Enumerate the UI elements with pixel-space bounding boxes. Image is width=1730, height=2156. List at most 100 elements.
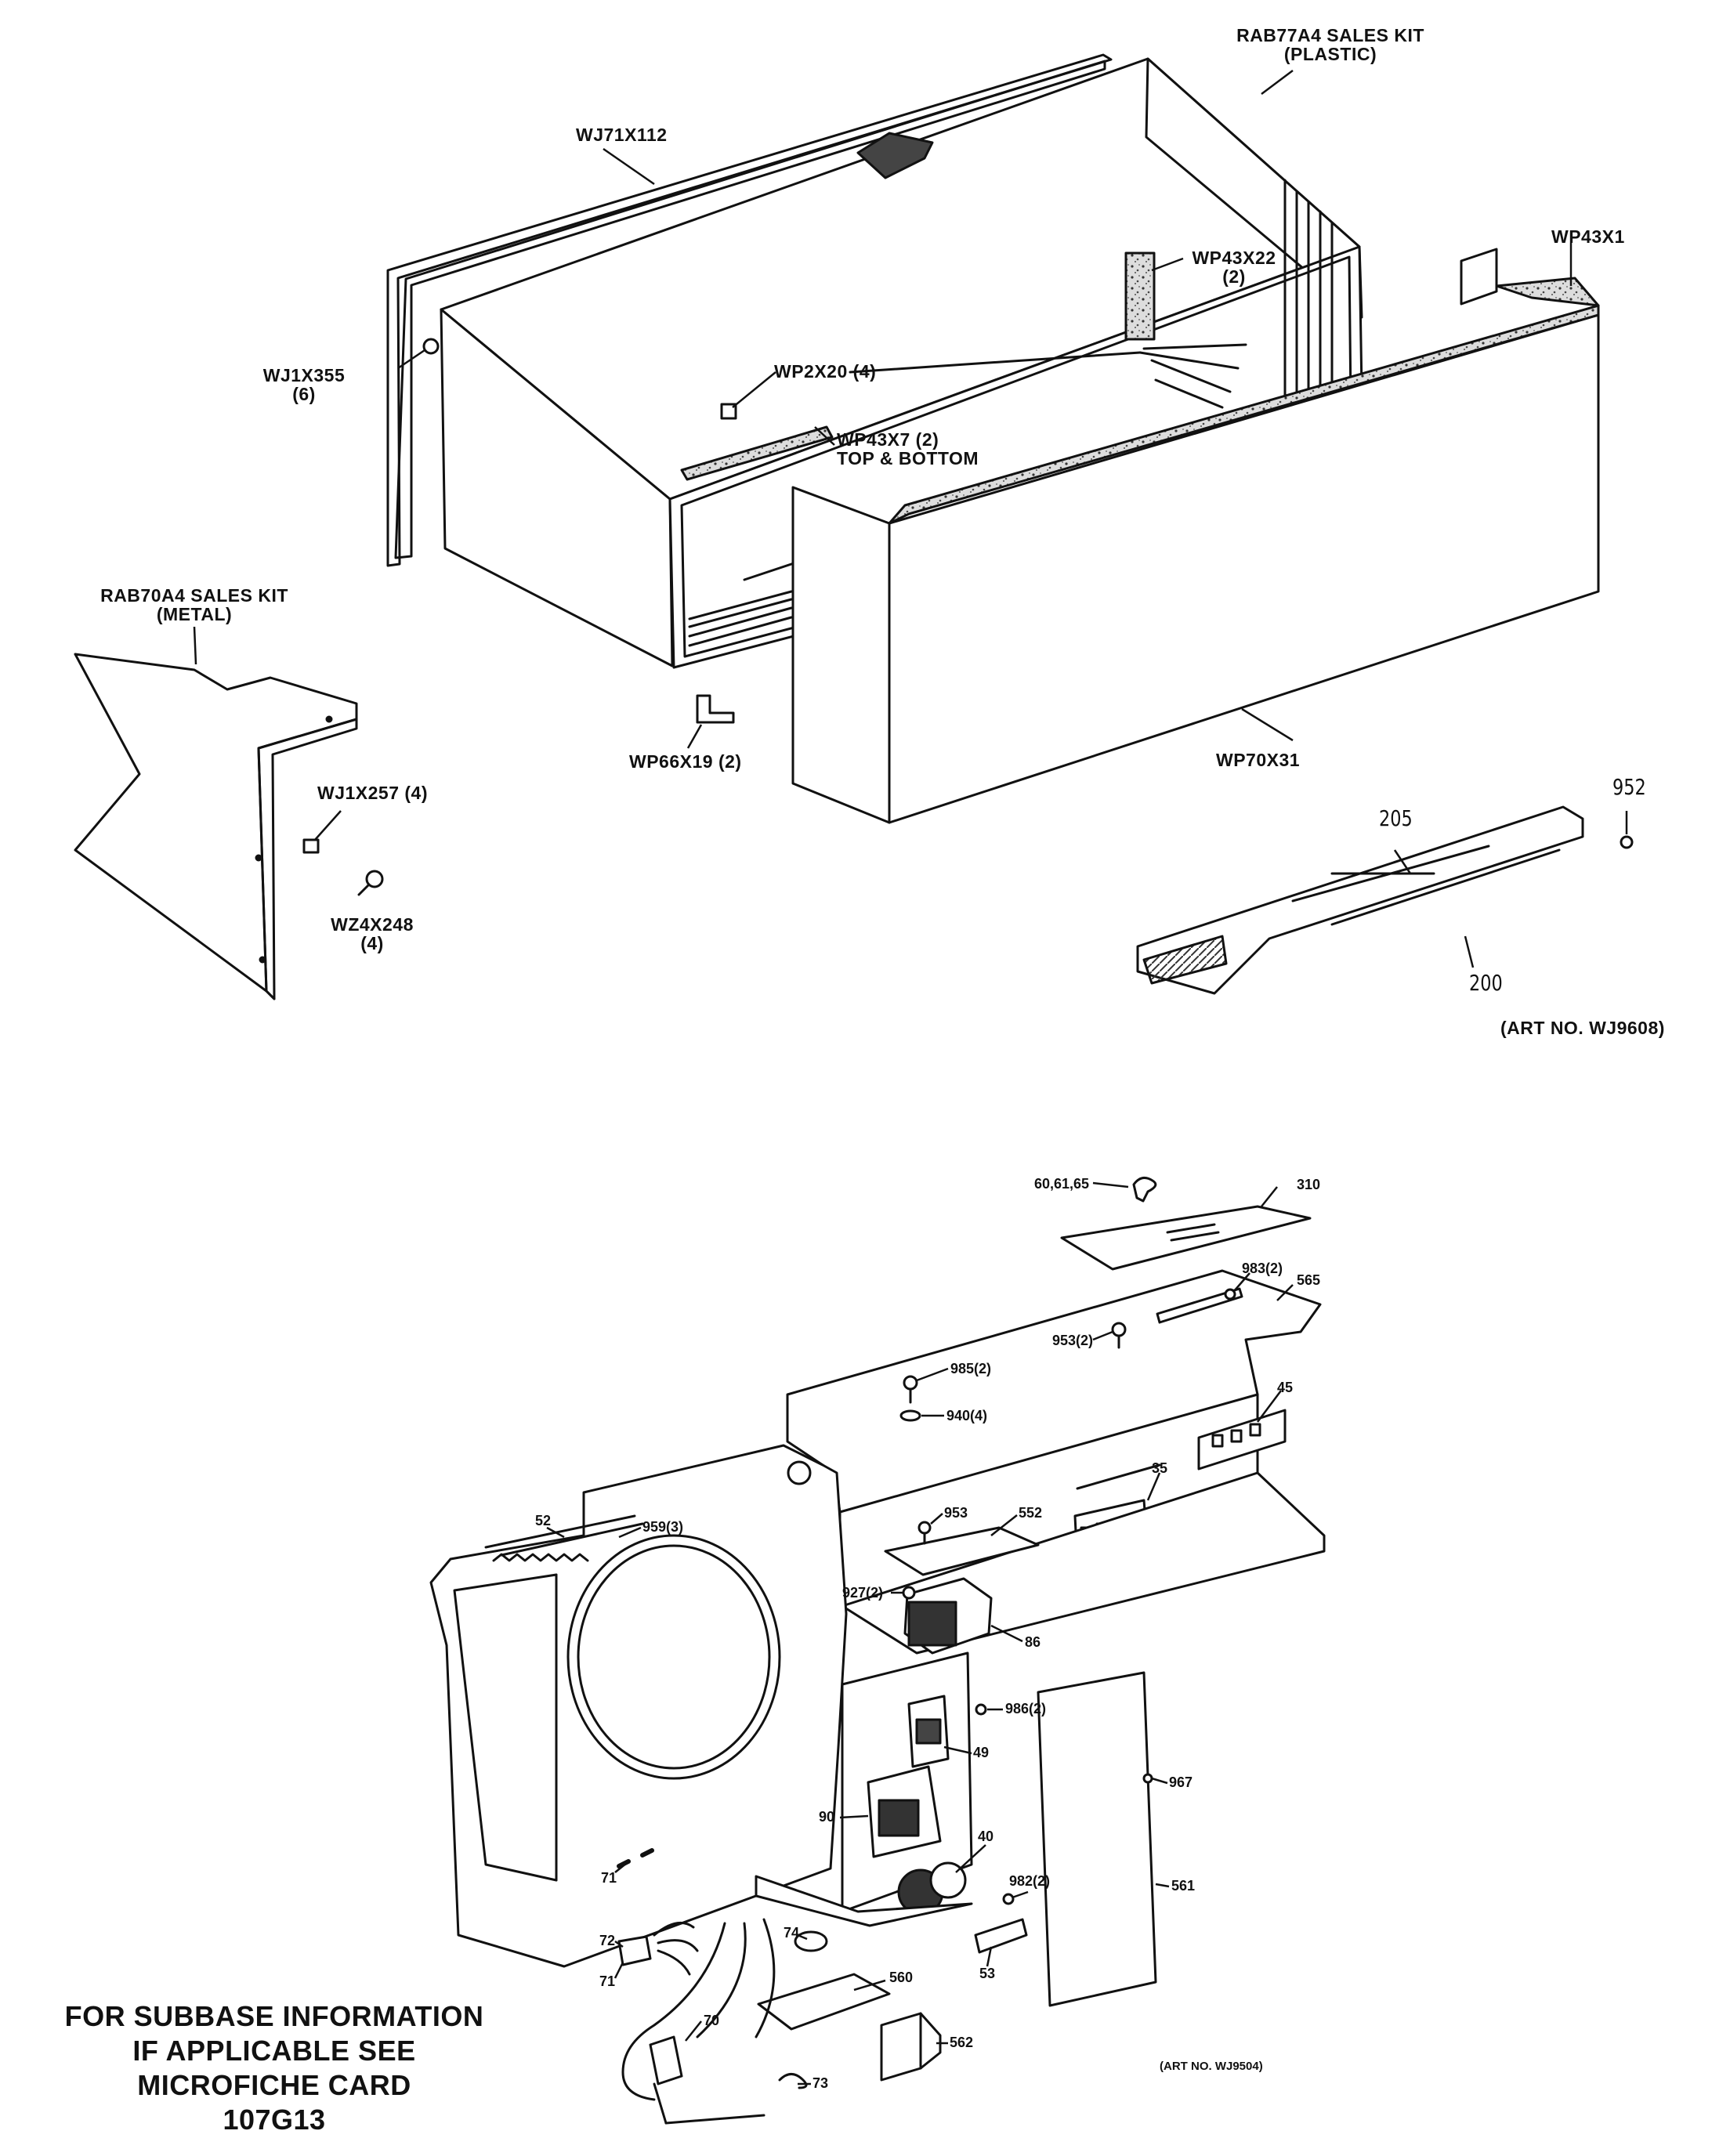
label-45: 45 (1277, 1380, 1294, 1395)
screw-953 (917, 1521, 932, 1545)
label-71a: 71 (601, 1870, 617, 1886)
component-86 (903, 1577, 993, 1655)
screw-927 (902, 1586, 916, 1600)
label-560: 560 (889, 1970, 914, 1985)
screw-952 (1620, 835, 1634, 849)
label-986: 986(2) (1005, 1701, 1047, 1716)
screw-982 (1002, 1893, 1015, 1905)
label-wp43x7-line2: TOP & BOTTOM (837, 448, 979, 469)
foam-seal-top-bottom (680, 425, 834, 481)
screw-953-2 (1111, 1322, 1127, 1349)
bracket-560 (757, 1973, 891, 2031)
bulkhead-52 (429, 1444, 848, 1968)
subbase-note: FOR SUBBASE INFORMATION IF APPLICABLE SE… (39, 1999, 509, 2137)
screw-985 (903, 1375, 918, 1404)
label-wz4x248-line2: (4) (360, 933, 384, 954)
label-90: 90 (819, 1809, 835, 1825)
label-wj71x112: WJ71X112 (576, 125, 668, 145)
label-73: 73 (813, 2075, 829, 2091)
label-art-no-upper: (ART NO. WJ9608) (1500, 1018, 1665, 1038)
label-wp43x22: WP43X22 (2) (1183, 248, 1285, 286)
base-pan-part (1136, 805, 1584, 995)
rear-flange-part (386, 53, 1113, 567)
label-940: 940(4) (946, 1408, 988, 1423)
label-967: 967 (1169, 1774, 1193, 1790)
relay-49 (907, 1695, 950, 1768)
box-562 (880, 2012, 942, 2082)
label-205: 205 (1379, 805, 1413, 831)
transformer-90 (867, 1765, 942, 1858)
clip-wj1x257 (302, 838, 320, 854)
label-40: 40 (978, 1829, 994, 1844)
foam-seal-vertical (1124, 251, 1156, 341)
cap-74 (794, 1930, 828, 1952)
terminal-71 (617, 1848, 654, 1868)
label-wp43x1: WP43X1 (1551, 226, 1625, 247)
label-wj1x257: WJ1X257 (4) (317, 783, 429, 803)
label-35: 35 (1152, 1460, 1168, 1476)
terminal-strip-53 (974, 1918, 1028, 1954)
label-rab77a4-line2: (PLASTIC) (1283, 44, 1377, 65)
label-959: 959(3) (642, 1519, 684, 1535)
label-wz4x248: WZ4X248 (4) (317, 915, 427, 953)
label-wp43x22-line1: WP43X22 (1192, 248, 1276, 268)
clip-73 (778, 2073, 808, 2089)
power-cord-70 (621, 1918, 776, 2125)
insulator-552 (884, 1526, 1040, 1576)
label-52: 52 (535, 1513, 552, 1528)
label-53: 53 (979, 1966, 996, 1981)
washer-940 (899, 1409, 921, 1422)
label-561: 561 (1171, 1878, 1196, 1894)
subbase-note-line3: MICROFICHE CARD (137, 2068, 411, 2101)
label-86: 86 (1025, 1634, 1041, 1650)
label-953-2: 953(2) (1052, 1333, 1094, 1348)
screw-986 (975, 1703, 987, 1716)
label-wj1x355-line1: WJ1X355 (262, 365, 346, 385)
label-952: 952 (1612, 774, 1646, 800)
label-982: 982(2) (1009, 1873, 1051, 1889)
label-953: 953 (944, 1505, 968, 1521)
clip-wp2x20 (720, 403, 737, 420)
knob-60-61-65 (1132, 1176, 1157, 1203)
label-rab77a4-line1: RAB77A4 SALES KIT (1236, 25, 1424, 45)
label-565: 565 (1297, 1272, 1321, 1288)
label-74: 74 (784, 1925, 800, 1941)
bracket-wp66x19 (696, 694, 735, 724)
label-985: 985(2) (950, 1361, 992, 1376)
label-wz4x248-line1: WZ4X248 (331, 914, 414, 935)
label-wp2x20: WP2X20 (4) (774, 361, 877, 382)
label-wp70x31: WP70X31 (1216, 750, 1301, 770)
label-wj1x355-line2: (6) (292, 384, 316, 405)
label-wp43x7: WP43X7 (2) TOP & BOTTOM (837, 430, 979, 468)
metal-sales-kit-part (74, 653, 358, 1000)
label-200: 200 (1469, 970, 1503, 996)
screw-983 (1224, 1288, 1236, 1300)
label-art-no-lower: (ART NO. WJ9504) (1160, 2060, 1263, 2073)
label-562: 562 (950, 2035, 974, 2050)
label-rab70a4-line1: RAB70A4 SALES KIT (100, 585, 288, 606)
screw-967 (1142, 1773, 1153, 1784)
panel-561 (1037, 1671, 1157, 2007)
label-60-61-65: 60,61,65 (1034, 1176, 1090, 1192)
subbase-note-line2: IF APPLICABLE SEE (132, 2034, 416, 2067)
label-rab70a4: RAB70A4 SALES KIT (METAL) (92, 586, 296, 624)
subbase-note-line1: FOR SUBBASE INFORMATION (64, 2000, 484, 2032)
label-wp66x19: WP66X19 (2) (629, 751, 742, 772)
screw-wz4x248 (357, 870, 384, 896)
label-wp43x22-line2: (2) (1222, 266, 1246, 288)
label-wp43x7-line1: WP43X7 (2) (837, 429, 939, 450)
subbase-note-line4: 107G13 (223, 2103, 326, 2136)
label-rab77a4: RAB77A4 SALES KIT (PLASTIC) (1221, 26, 1440, 63)
label-552: 552 (1019, 1505, 1043, 1521)
label-wj1x355: WJ1X355 (6) (249, 366, 359, 403)
label-983: 983(2) (1242, 1261, 1283, 1276)
fastener-wj1x355 (422, 338, 440, 355)
label-71b: 71 (599, 1973, 616, 1989)
label-rab70a4-line2: (METAL) (156, 604, 233, 625)
label-70: 70 (704, 2013, 720, 2028)
front-cover-part (791, 248, 1600, 824)
label-927: 927(2) (842, 1585, 884, 1601)
leader-lines (193, 70, 1628, 2085)
terminal-block-45 (1197, 1409, 1287, 1470)
